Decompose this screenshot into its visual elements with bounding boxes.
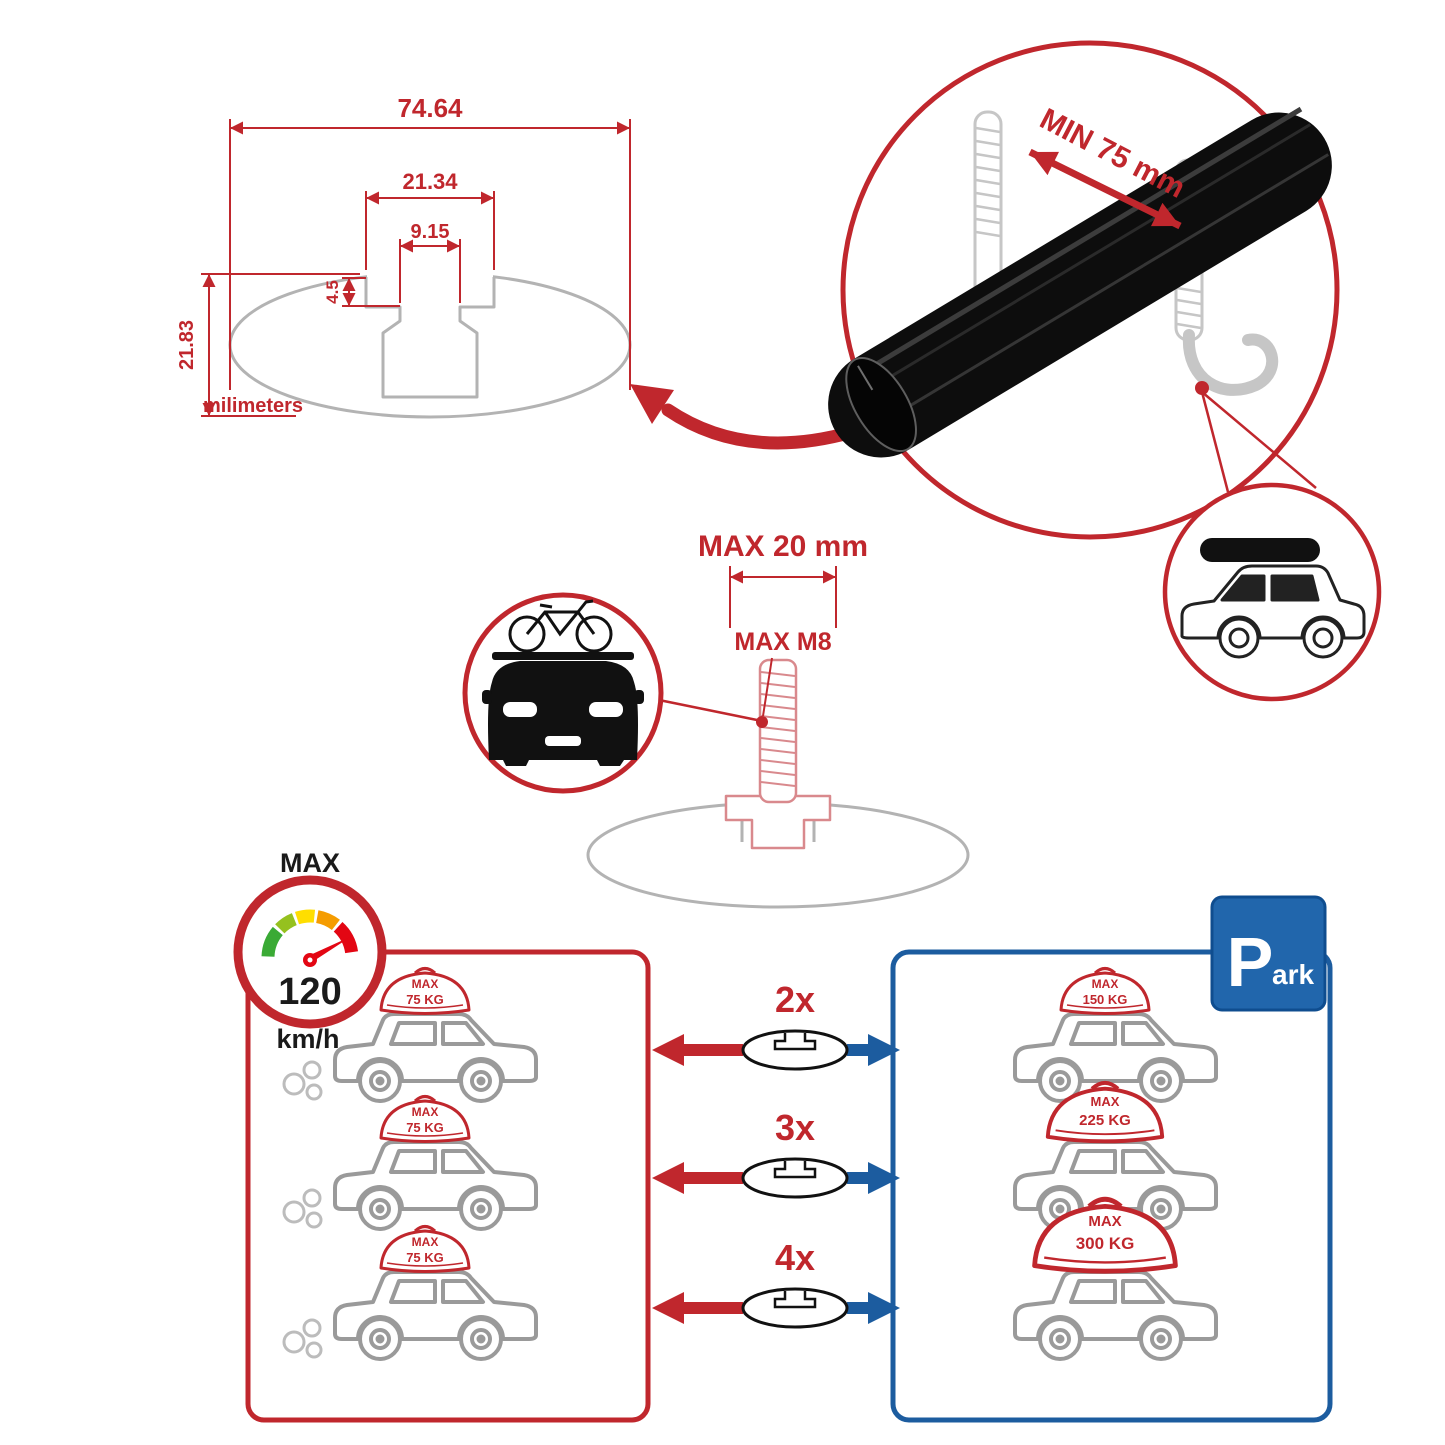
- bolt-spec-diagram: MAX 20 mm MAX M8: [462, 530, 970, 909]
- zoom-pointer-arrow: [630, 384, 859, 450]
- dim-slot-inner-width-label: 9.15: [411, 221, 450, 243]
- multiplier-label: 4x: [775, 1237, 815, 1278]
- profile-slot-opening-mask: [367, 266, 493, 279]
- bicycle-icon: [508, 599, 613, 653]
- bolt-max-thread-label: MAX M8: [734, 628, 831, 656]
- multiplier-row: 2x: [652, 979, 900, 1071]
- t-slot-adapter: [724, 794, 832, 850]
- cargo-max-label: MAX: [412, 977, 439, 991]
- park-sign-plate: [1210, 895, 1327, 1012]
- clamp-point-dot: [1195, 381, 1209, 395]
- clamp-hook-strap: [1182, 329, 1279, 396]
- leader-line: [1200, 391, 1230, 493]
- right-arrow: [847, 1292, 900, 1324]
- multiplier-rows: 2x 3x 4x: [652, 979, 900, 1329]
- park-sign-letter: P: [1227, 923, 1274, 1001]
- gauge-units: km/h: [276, 1024, 339, 1054]
- leader-line: [1201, 391, 1317, 489]
- bolt-dimension-lines: [729, 566, 837, 717]
- dim-slot-outer-width-label: 21.34: [402, 169, 458, 194]
- roofbox-suv-circle: [1162, 482, 1382, 702]
- cargo-load-label: 300 KG: [1076, 1234, 1135, 1253]
- bolt-max-length-label: MAX 20 mm: [698, 530, 868, 563]
- crossbar-icon-slot: [773, 1161, 817, 1179]
- crossbar-icon-slot: [773, 1291, 817, 1309]
- right-arrow: [847, 1162, 900, 1194]
- roof-box: [1200, 538, 1320, 562]
- gauge-pivot-center: [307, 957, 313, 963]
- right-arrow: [847, 1034, 900, 1066]
- bolt-point-dot: [756, 716, 768, 728]
- dim-total-height-label: 21.83: [176, 320, 198, 370]
- crossbar-icon-slot: [773, 1033, 817, 1051]
- cargo-max-label: MAX: [412, 1235, 439, 1249]
- car-front-icon: [482, 652, 644, 766]
- cargo-max-label: MAX: [1091, 1094, 1120, 1109]
- dim-total-width-label: 74.64: [397, 93, 463, 123]
- cargo-max-label: MAX: [1088, 1213, 1121, 1230]
- bike-car-circle: [462, 592, 758, 794]
- cargo-max-label: MAX: [412, 1105, 439, 1119]
- cargo-load-label: 225 KG: [1079, 1112, 1131, 1129]
- cargo-load-label: 75 KG: [406, 992, 444, 1007]
- left-arrow: [652, 1292, 743, 1324]
- parked-cars: MAX 150 KG MAX 225 KG MAX 300 KG: [1013, 967, 1218, 1361]
- crossbar-cross-section-diagram: 74.64 21.34 9.15 4.5 21.83 milimeters: [176, 93, 859, 450]
- dim-slot-depth-label: 4.5: [323, 280, 342, 304]
- threaded-bolt: [758, 658, 798, 804]
- cargo-max-label: MAX: [1092, 977, 1119, 991]
- cargo-load-label: 75 KG: [406, 1120, 444, 1135]
- park-sign: P ark: [1210, 895, 1327, 1012]
- park-sign-suffix: ark: [1272, 959, 1314, 990]
- crossbar-end-face: [845, 356, 917, 453]
- units-label: milimeters: [203, 395, 303, 417]
- suv-with-roofbox: [1180, 564, 1366, 659]
- left-arrow: [652, 1162, 743, 1194]
- multiplier-row: 3x: [652, 1107, 900, 1199]
- gauge-circle: [233, 875, 387, 1029]
- multiplier-label: 3x: [775, 1107, 815, 1148]
- driving-cars: MAX 75 KG MAX 75 KG MAX 75 KG: [282, 967, 538, 1361]
- cargo-load-label: 75 KG: [406, 1250, 444, 1265]
- profile-t-slot-channel: [364, 277, 496, 399]
- multiplier-row: 4x: [652, 1237, 900, 1329]
- speed-limit-gauge: MAX 120 km/h: [233, 848, 387, 1054]
- dimension-lines: [201, 119, 631, 417]
- zoom-detail-circle: MIN 75 mm: [828, 40, 1340, 540]
- cargo-load-label: 150 KG: [1083, 992, 1128, 1007]
- multiplier-label: 2x: [775, 979, 815, 1020]
- gauge-needle: [306, 936, 352, 966]
- crossbar-3d: [828, 106, 1332, 458]
- left-arrow: [652, 1034, 743, 1066]
- gauge-value: 120: [278, 971, 341, 1013]
- gauge-max-label: MAX: [280, 848, 340, 878]
- leader-line: [658, 698, 758, 722]
